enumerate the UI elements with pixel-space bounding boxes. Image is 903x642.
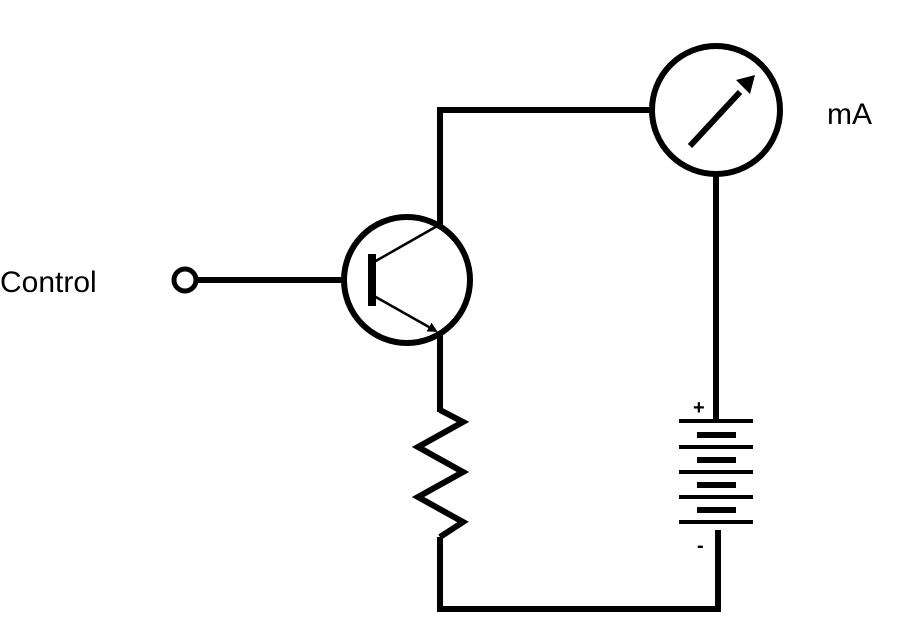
battery-plate-long: [679, 520, 753, 524]
meter-label: mA: [827, 98, 872, 131]
battery-positive-label: +: [693, 397, 705, 419]
battery-plate-long: [679, 470, 753, 474]
circuit-wires: [437, 107, 721, 612]
battery-plate-long: [679, 419, 753, 423]
terminal-icon: [171, 266, 199, 294]
battery-plate-long: [679, 445, 753, 449]
transistor-body: [341, 214, 473, 346]
battery-plate-short: [697, 432, 736, 438]
transistor-collector-lead: [373, 223, 440, 264]
battery-plate-short: [697, 507, 736, 513]
battery-plate-short: [697, 482, 736, 488]
ammeter-body: [649, 43, 783, 177]
collector-wire: [437, 107, 651, 225]
resistor-icon: [411, 407, 470, 540]
npn-transistor-icon: [341, 214, 473, 346]
battery-plate-long: [679, 495, 753, 499]
ammeter-needle: [687, 89, 743, 149]
battery-plate-short: [697, 457, 736, 463]
ammeter-icon: mA: [649, 43, 872, 177]
control-label: Control: [0, 266, 97, 299]
transistor-emitter-lead: [373, 294, 438, 333]
ammeter-needle-arrow-icon: [736, 75, 755, 94]
bottom-wire: [437, 530, 721, 612]
battery-negative-label: -: [697, 535, 704, 557]
battery-icon: + -: [679, 397, 753, 557]
